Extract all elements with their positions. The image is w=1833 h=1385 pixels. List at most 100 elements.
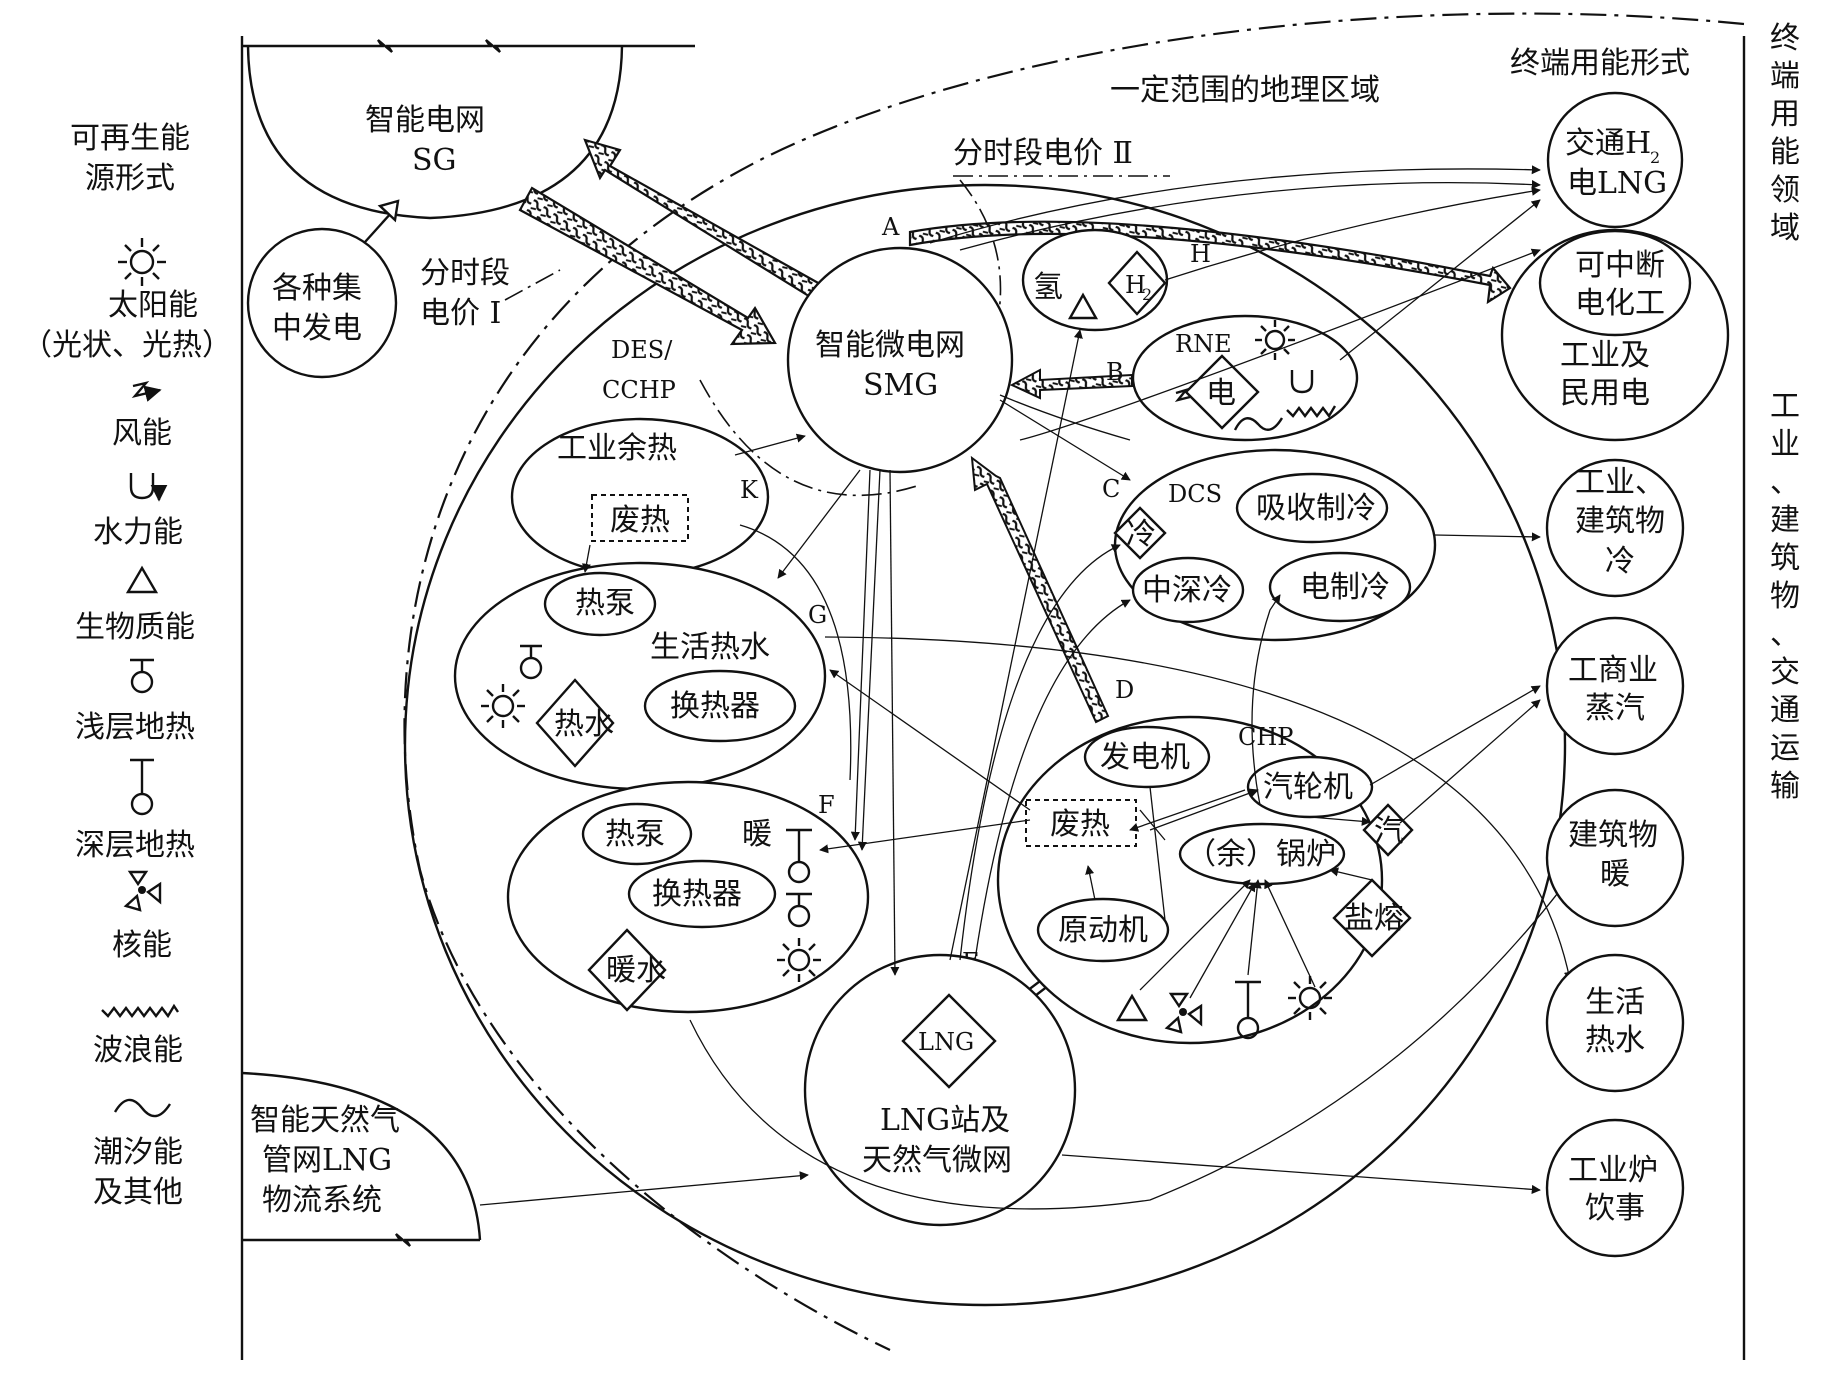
svg-text:饮事: 饮事 <box>1585 1191 1645 1226</box>
industrial-waste-heat-node: 工业余热 废热 <box>510 417 770 577</box>
central-generation: 各种集 中发电 <box>246 199 400 379</box>
svg-text:盐熔: 盐熔 <box>1344 901 1404 936</box>
end-use-heating: 建筑物 暖 <box>1545 788 1685 928</box>
flow-lines <box>479 165 1573 1210</box>
svg-text:暖: 暖 <box>742 817 772 852</box>
tide-icon <box>113 1098 172 1118</box>
svg-text:管网LNG: 管网LNG <box>262 1143 392 1178</box>
legend-wind: 风能 <box>112 416 172 451</box>
svg-text:生活: 生活 <box>1585 985 1645 1020</box>
end-use-electricity: 可中断 电化工 工业及 民用电 <box>1500 228 1730 442</box>
svg-text:工业余热: 工业余热 <box>557 431 677 466</box>
label-g: G <box>808 601 827 629</box>
svg-text:汽: 汽 <box>1374 814 1404 849</box>
lng-station-node: LNG LNG站及 天然气微网 <box>803 953 1077 1227</box>
svg-text:业: 业 <box>1770 427 1800 462</box>
svg-text:、: 、 <box>1770 617 1800 652</box>
svg-text:输: 输 <box>1770 769 1800 804</box>
legend-shallow-geo: 浅层地热 <box>75 710 195 745</box>
end-use-hot-water: 生活 热水 <box>1545 953 1685 1093</box>
svg-text:LNG: LNG <box>918 1028 974 1056</box>
legend-solar-1: 太阳能 <box>108 288 198 323</box>
end-use-furnace: 工业炉 饮事 <box>1545 1118 1685 1258</box>
svg-text:暖水: 暖水 <box>606 953 666 988</box>
svg-text:换热器: 换热器 <box>670 689 760 724</box>
svg-text:智能电网: 智能电网 <box>365 103 485 138</box>
label-c: C <box>1102 475 1120 503</box>
label-a: A <box>881 213 900 241</box>
svg-text:RNE: RNE <box>1175 330 1232 358</box>
svg-text:运: 运 <box>1770 731 1800 766</box>
svg-text:热泵: 热泵 <box>605 817 665 852</box>
legend-wave: 波浪能 <box>93 1033 183 1068</box>
svg-text:CHP: CHP <box>1238 723 1293 751</box>
svg-text:工业炉: 工业炉 <box>1568 1153 1658 1188</box>
legend-tide-1: 潮汐能 <box>93 1135 183 1170</box>
svg-text:吸收制冷: 吸收制冷 <box>1256 491 1376 526</box>
triangle-icon <box>125 565 159 594</box>
legend-tide-2: 及其他 <box>93 1175 183 1210</box>
hydro-icon <box>129 473 168 502</box>
svg-text:筑: 筑 <box>1770 541 1800 576</box>
label-k: K <box>740 476 759 504</box>
regional-system-boundary <box>403 183 1567 1307</box>
svg-text:交通H: 交通H <box>1565 126 1651 161</box>
svg-text:汽轮机: 汽轮机 <box>1263 770 1353 805</box>
svg-text:智能天然气: 智能天然气 <box>250 1103 400 1138</box>
svg-text:电化工: 电化工 <box>1575 286 1665 321</box>
wind-icon <box>131 381 162 402</box>
svg-text:物流系统: 物流系统 <box>262 1183 382 1218</box>
svg-text:建筑物: 建筑物 <box>1568 818 1658 853</box>
rne-node: RNE 电 <box>1131 314 1359 442</box>
left-column-title-line1: 可再生能 <box>70 121 190 156</box>
des-label: DES/ <box>611 336 673 364</box>
svg-text:热水: 热水 <box>554 707 614 742</box>
rne-to-smg-arrow <box>1009 368 1133 400</box>
svg-text:各种集: 各种集 <box>272 271 362 306</box>
svg-text:建: 建 <box>1770 503 1800 538</box>
svg-text:工业及: 工业及 <box>1560 338 1650 373</box>
label-d: D <box>1115 676 1134 704</box>
hydrogen-node: 氢 H2 <box>1021 228 1169 332</box>
svg-text:废热: 废热 <box>610 503 670 538</box>
svg-text:能: 能 <box>1770 135 1800 170</box>
left-column-title-line2: 源形式 <box>85 161 175 196</box>
svg-text:终: 终 <box>1770 21 1800 56</box>
domestic-hot-water-node: 热泵 生活热水 换热器 热水 <box>453 561 827 791</box>
dcs-node: DCS 吸收制冷 冷 中深冷 电制冷 <box>1113 448 1437 642</box>
right-vertical-labels: 终端用 能领域 工业、 建筑物 、交通 运输 <box>1770 21 1800 804</box>
svg-text:暖: 暖 <box>1600 857 1630 892</box>
svg-text:蒸汽: 蒸汽 <box>1585 691 1645 726</box>
chp-node: CHP 发电机 汽轮机 废热 汽 （余）锅炉 盐熔 原动机 <box>996 715 1414 1045</box>
legend-nuclear: 核能 <box>112 928 172 963</box>
smart-microgrid-smg: 智能微电网 SMG <box>786 246 1014 474</box>
end-use-forms-title: 终端用能形式 <box>1510 46 1690 81</box>
svg-text:工: 工 <box>1770 389 1800 424</box>
svg-text:可中断: 可中断 <box>1575 248 1665 283</box>
legend-deep-geo: 深层地热 <box>75 828 195 863</box>
wave-icon <box>101 1003 179 1019</box>
nuclear-icon <box>123 870 162 912</box>
svg-text:工商业: 工商业 <box>1568 653 1658 688</box>
svg-text:物: 物 <box>1770 579 1800 614</box>
svg-text:、: 、 <box>1770 465 1800 500</box>
price-i-label-1: 分时段 <box>420 256 510 291</box>
end-use-cooling: 工业、 建筑物 冷 <box>1545 458 1685 598</box>
price-i-label-2: 电价 Ⅰ <box>420 296 501 331</box>
svg-text:域: 域 <box>1770 211 1800 246</box>
svg-text:换热器: 换热器 <box>652 877 742 912</box>
deep-geothermal-icon <box>130 758 154 816</box>
region-label: 一定范围的地理区域 <box>1110 73 1380 108</box>
svg-text:端: 端 <box>1770 59 1800 94</box>
legend-hydro: 水力能 <box>93 515 183 550</box>
svg-text:生活热水: 生活热水 <box>650 630 770 665</box>
svg-text:（余）锅炉: （余）锅炉 <box>1186 837 1336 872</box>
sun-icon <box>118 238 166 286</box>
price-ii-label: 分时段电价 Ⅱ <box>953 136 1133 171</box>
legend-biomass: 生物质能 <box>75 610 195 645</box>
svg-text:工业、: 工业、 <box>1575 465 1665 500</box>
label-b: B <box>1106 358 1124 386</box>
svg-text:2: 2 <box>1142 285 1152 304</box>
svg-text:废热: 废热 <box>1050 807 1110 842</box>
smg-to-sg-arrow <box>583 138 822 300</box>
